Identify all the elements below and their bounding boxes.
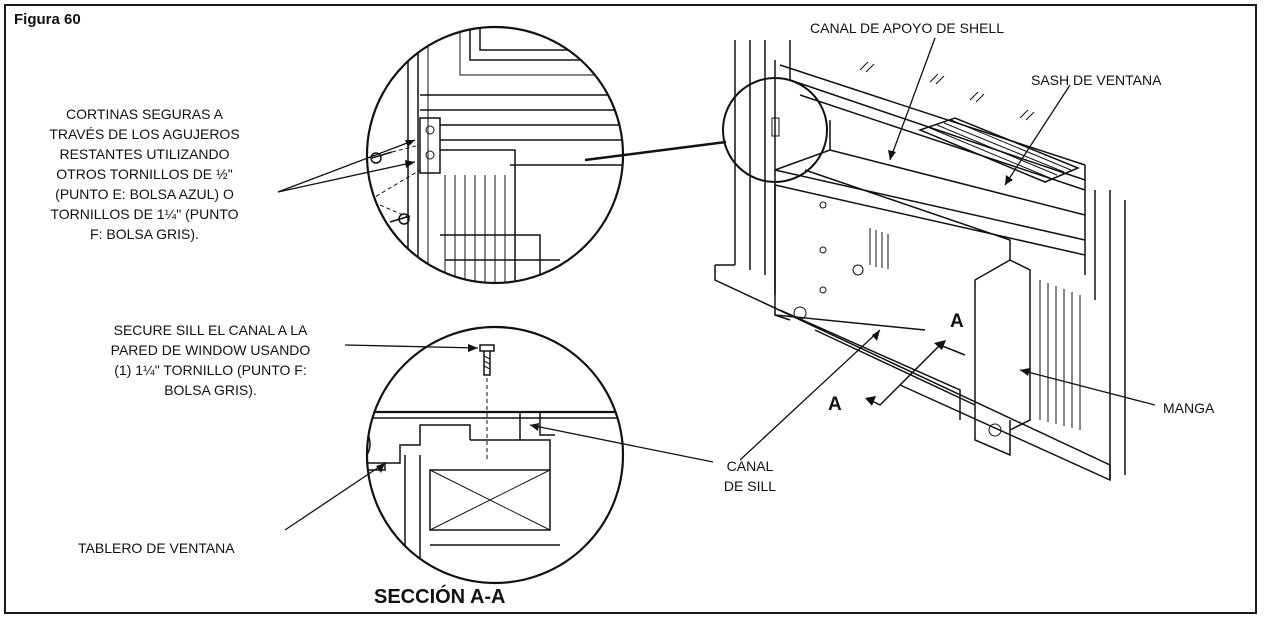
leader-lines <box>277 37 1156 531</box>
curtains-note: CORTINAS SEGURAS A TRAVÉS DE LOS AGUJERO… <box>49 106 240 242</box>
section-marker-lower: A <box>828 394 842 415</box>
section-title: SECCIÓN A-A <box>374 586 506 608</box>
figure-title: Figura 60 <box>14 11 81 28</box>
shell-support-channel-label: CANAL DE APOYO DE SHELL <box>810 20 1004 36</box>
detail-connector <box>584 140 727 162</box>
detail-circle-top <box>365 25 625 285</box>
screw-icon <box>479 344 495 376</box>
sill-channel-label: CANAL DE SILL <box>723 458 777 494</box>
main-assembly-view <box>714 40 1126 482</box>
sill-screw-note: SECURE SILL EL CANAL A LA PARED DE WINDO… <box>110 322 311 398</box>
window-sash-label: SASH DE VENTANA <box>1031 72 1162 88</box>
window-board-label: TABLERO DE VENTANA <box>78 540 235 556</box>
section-marker-upper: A <box>950 311 964 332</box>
sleeve-label: MANGA <box>1163 400 1215 416</box>
